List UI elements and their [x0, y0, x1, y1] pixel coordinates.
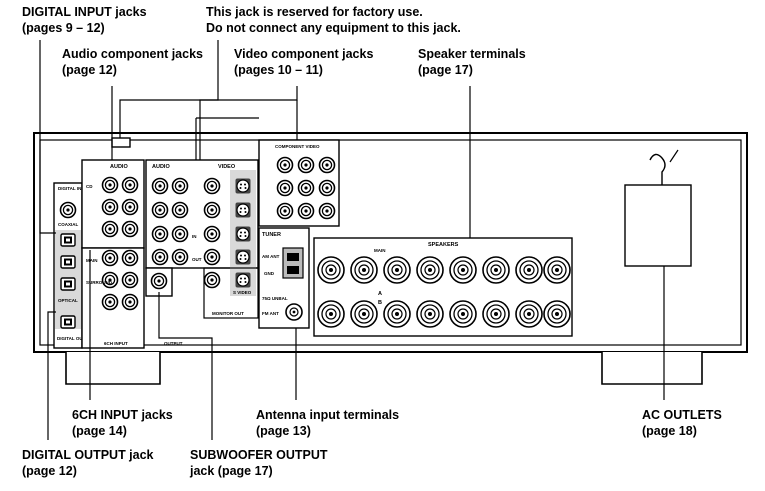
callout-title: Speaker terminals: [418, 47, 526, 61]
component-video-label: COMPONENT VIDEO: [275, 144, 320, 149]
speaker-a-label: A: [378, 291, 382, 297]
callout-title: 6CH INPUT jacks: [72, 408, 173, 422]
callout-title: Video component jacks: [234, 47, 374, 61]
callout-pages: (page 12): [62, 63, 117, 77]
callout-title: SUBWOOFER OUTPUT: [190, 448, 328, 462]
digital-output-label: DIGITAL OUTPUT: [57, 336, 95, 341]
digital-output-jack: [60, 315, 76, 329]
callout-pages: (page 14): [72, 424, 127, 438]
optical-in-3-jack: [60, 255, 76, 269]
speaker-terminals-callout: Speaker terminals (page 17): [418, 46, 526, 78]
callout-line: Do not connect any equipment to this jac…: [206, 21, 461, 35]
callout-pages: (page 17): [418, 63, 473, 77]
digital-input-label: DIGITAL INPUT: [58, 186, 91, 191]
callout-title: DIGITAL INPUT jacks: [22, 5, 147, 19]
fm-ant-label: FM ANT: [262, 311, 279, 316]
callout-title: AC OUTLETS: [642, 408, 722, 422]
digital-input-callout: DIGITAL INPUT jacks (pages 9 – 12): [22, 4, 147, 36]
speakers-label: SPEAKERS: [428, 242, 459, 248]
optical-label: OPTICAL: [58, 298, 78, 303]
sixch-input-label: 6CH INPUT: [104, 341, 128, 346]
speaker-b-label: B: [378, 300, 382, 306]
callout-pages: (pages 9 – 12): [22, 21, 105, 35]
ac-outlets-callout: AC OUTLETS (page 18): [642, 407, 722, 439]
factory-jack: [111, 137, 131, 148]
optical-in-4-jack: [60, 233, 76, 247]
coaxial-label: COAXIAL: [58, 222, 79, 227]
audio-panel-label: AUDIO: [110, 164, 128, 170]
gnd-label: GND: [264, 271, 275, 276]
main-label: MAIN: [86, 258, 98, 263]
left-foot: [65, 352, 161, 385]
am-ant-label: AM ANT: [262, 254, 280, 259]
speaker-main-label: MAIN: [374, 248, 386, 253]
callout-title: Antenna input terminals: [256, 408, 400, 422]
tuner-label: TUNER: [262, 232, 281, 238]
right-foot: [601, 352, 703, 385]
audio-component-callout: Audio component jacks (page 12): [62, 46, 203, 78]
subwoofer-output-callout: SUBWOOFER OUTPUT jack (page 17): [190, 447, 328, 479]
optical-in-2-jack: [60, 277, 76, 291]
coaxial-cd-jack: [59, 201, 77, 219]
unbal-label: 75Ω UNBAL: [262, 296, 288, 301]
leader-lines: [39, 40, 665, 440]
vcr-in-label: IN: [192, 234, 197, 239]
callout-pages: (page 18): [642, 424, 697, 438]
callout-pages: (page 13): [256, 424, 311, 438]
video-component-callout: Video component jacks (pages 10 – 11): [234, 46, 373, 78]
callout-pages: jack (page 17): [190, 464, 273, 478]
ac-outlet-panel: [624, 184, 692, 267]
av-audio-label: AUDIO: [152, 164, 170, 170]
subwoofer-output-jack: [150, 272, 168, 290]
power-cord-icon: [649, 153, 666, 185]
component-video-jacks: [276, 156, 336, 220]
factory-use-callout: This jack is reserved for factory use. D…: [206, 4, 461, 36]
callout-title: DIGITAL OUTPUT jack: [22, 448, 154, 462]
vcr-out-label: OUT: [192, 257, 202, 262]
cd-label: CD: [86, 184, 93, 189]
output-label: OUTPUT: [164, 341, 183, 346]
callout-line: This jack is reserved for factory use.: [206, 5, 423, 19]
surround-label: SURROUND: [86, 280, 113, 285]
callout-pages: (pages 10 – 11): [234, 63, 323, 77]
svideo-label: S VIDEO: [233, 290, 252, 295]
av-video-label: VIDEO: [218, 164, 236, 170]
callout-pages: (page 12): [22, 464, 77, 478]
monitor-out-label: MONITOR OUT: [212, 311, 244, 316]
antenna-callout: Antenna input terminals (page 13): [256, 407, 399, 439]
digital-output-callout: DIGITAL OUTPUT jack (page 12): [22, 447, 154, 479]
callout-title: Audio component jacks: [62, 47, 203, 61]
sixch-input-callout: 6CH INPUT jacks (page 14): [72, 407, 173, 439]
